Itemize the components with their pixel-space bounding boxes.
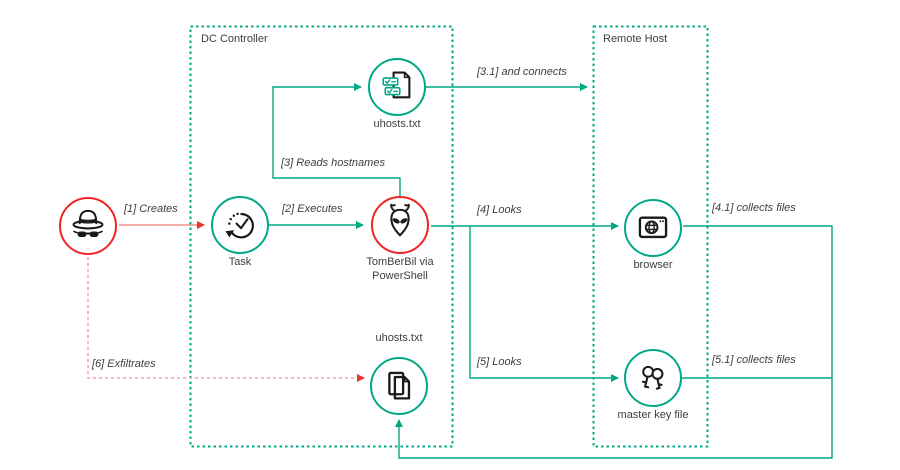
- node-uhosts-top: [368, 58, 426, 116]
- edge-6-exfiltrates-line: [87, 257, 365, 382]
- edge-1-creates-label: [1] Creates: [124, 203, 178, 215]
- browser-label: browser: [633, 259, 673, 271]
- checklist-file-icon: [382, 71, 411, 99]
- edge-5-1-collects-files-label: [5.1] collects files: [712, 354, 796, 366]
- edge-6-exfiltrates-label: [6] Exfiltrates: [92, 358, 156, 370]
- edge-5-looks-line: [469, 226, 619, 382]
- scheduled-task-icon: [225, 212, 254, 239]
- node-task: [211, 196, 269, 254]
- remote-host-box: [592, 25, 709, 448]
- edge-3-reads-hostnames-line: [272, 83, 401, 196]
- node-uhosts-bottom: [370, 357, 428, 415]
- spy-icon: [72, 209, 104, 237]
- edge-4-looks-label: [4] Looks: [477, 204, 522, 216]
- uhosts-top-label: uhosts.txt: [373, 118, 421, 130]
- edge-3-reads-hostnames-label: [3] Reads hostnames: [281, 157, 385, 169]
- edge-5-looks-label: [5] Looks: [477, 356, 522, 368]
- node-master-key: [624, 349, 682, 407]
- node-attacker: [59, 197, 117, 255]
- keys-icon: [642, 365, 664, 390]
- copy-file-icon: [388, 371, 411, 400]
- edge-4-1-collects-files-label: [4.1] collects files: [712, 202, 796, 214]
- dc-controller-label: DC Controller: [201, 33, 268, 45]
- node-tomberbil: [371, 196, 429, 254]
- remote-host-label: Remote Host: [603, 33, 668, 45]
- edge-2-executes-label: [2] Executes: [282, 203, 343, 215]
- node-browser: [624, 199, 682, 257]
- alien-icon: [390, 203, 410, 237]
- task-label: Task: [228, 256, 252, 268]
- tomberbil-label: TomBerBil via PowerShell: [366, 256, 434, 282]
- uhosts-bottom-label: uhosts.txt: [375, 332, 423, 344]
- edge-3-1-and-connects-label: [3.1] and connects: [477, 66, 567, 78]
- master-key-label: master key file: [617, 409, 689, 421]
- edge-4-1-collects-files-line: [395, 225, 833, 459]
- browser-icon: [638, 216, 668, 239]
